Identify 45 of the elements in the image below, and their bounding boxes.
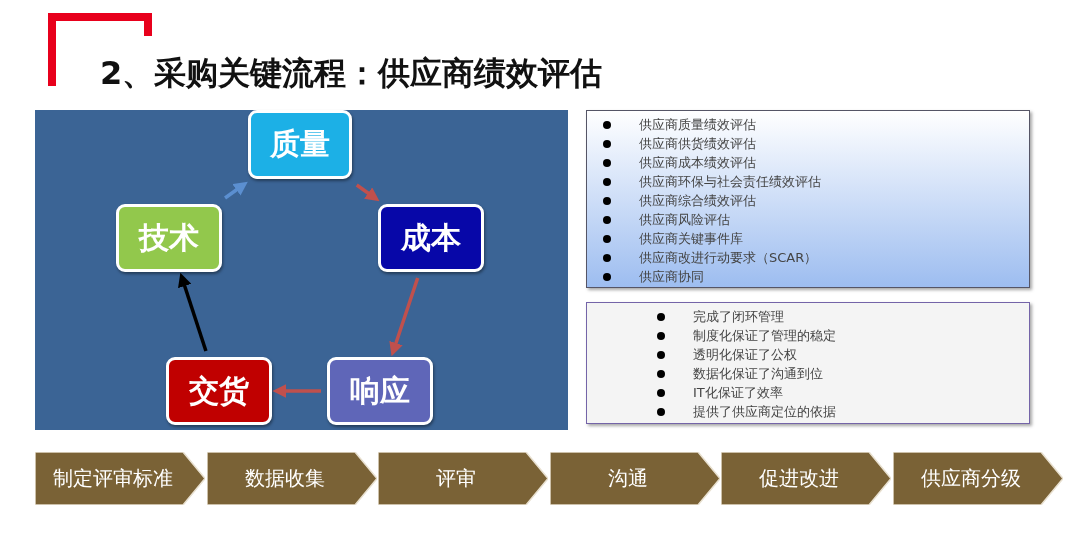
- title: 2、采购关键流程：供应商绩效评估: [100, 53, 603, 94]
- arrow: [272, 384, 321, 398]
- list-item: 数据化保证了沟通到位: [693, 365, 823, 383]
- list-item: 制度化保证了管理的稳定: [693, 327, 836, 345]
- list-item: IT化保证了效率: [693, 384, 783, 402]
- cycle-box: [166, 357, 272, 425]
- list-item: 供应商供货绩效评估: [639, 134, 756, 153]
- chevron-step: [206, 452, 377, 505]
- list-item: 完成了闭环管理: [693, 308, 784, 326]
- list-item: 供应商质量绩效评估: [639, 115, 756, 134]
- arrow: [178, 272, 208, 352]
- list-item: 供应商风险评估: [639, 210, 730, 229]
- cycle-box: [327, 357, 433, 425]
- chevron-step: [378, 452, 548, 505]
- list-item: 透明化保证了公权: [693, 346, 797, 364]
- list-item: 供应商综合绩效评估: [639, 191, 756, 210]
- bullet-list-panel: [586, 110, 1030, 288]
- box-label: 质量: [270, 125, 330, 163]
- arrow: [224, 181, 248, 200]
- chevron-step: [549, 452, 720, 505]
- box-label: 成本: [401, 218, 461, 257]
- step-label: 促进改进: [759, 465, 840, 492]
- arrow: [389, 277, 420, 357]
- step-label: 评审: [436, 465, 477, 492]
- list-item: 供应商协同: [639, 267, 704, 286]
- box-label: 响应: [350, 371, 410, 410]
- step-label: 供应商分级: [920, 465, 1022, 492]
- list-item: 提供了供应商定位的依据: [693, 403, 836, 421]
- cycle-box: [116, 204, 222, 272]
- cycle-box: [248, 110, 352, 179]
- arrow: [355, 183, 380, 202]
- cycle-box: [378, 204, 484, 272]
- box-label: 技术: [139, 218, 199, 257]
- list-item: 供应商成本绩效评估: [639, 153, 756, 172]
- list-item: 供应商改进行动要求（SCAR）: [639, 248, 818, 267]
- step-label: 沟通: [607, 465, 649, 492]
- chevron-step: [721, 452, 891, 505]
- bullet-list-panel: [586, 302, 1030, 424]
- step-label: 数据收集: [244, 465, 326, 492]
- list-item: 供应商环保与社会责任绩效评估: [639, 172, 821, 191]
- box-label: 交货: [189, 371, 249, 410]
- step-label: 制定评审标准: [53, 465, 174, 492]
- list-item: 供应商关键事件库: [639, 229, 743, 248]
- chevron-step: [892, 452, 1063, 505]
- chevron-step: [35, 452, 205, 505]
